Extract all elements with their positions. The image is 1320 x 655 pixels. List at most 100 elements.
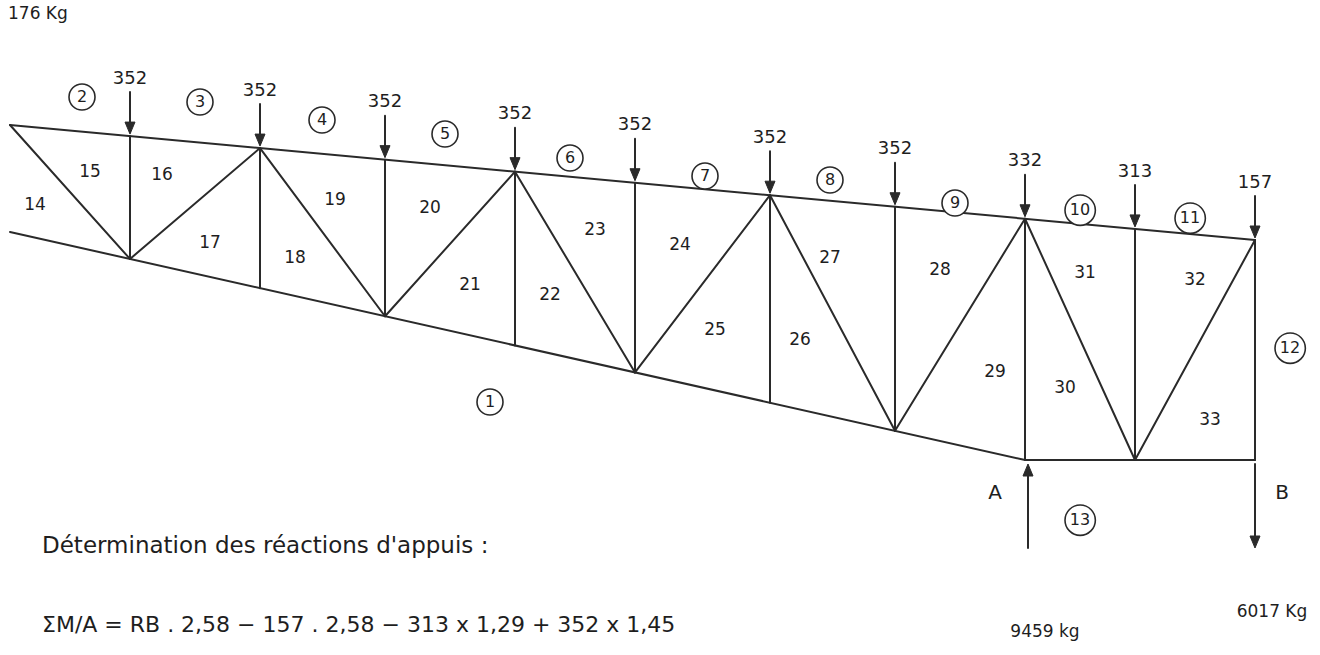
diagonal-member — [635, 195, 770, 372]
bar-number: 22 — [539, 285, 561, 305]
vertical-member — [1254, 240, 1256, 460]
bar-number: 27 — [819, 248, 841, 268]
reaction-arrow — [1254, 464, 1256, 538]
bar-number: 16 — [151, 165, 173, 185]
member-number: 9 — [950, 195, 960, 211]
vertical-member — [514, 172, 516, 346]
load-value: 313 — [1118, 161, 1152, 182]
vertical-member — [1134, 229, 1136, 460]
bar-number: 21 — [459, 275, 481, 295]
member-circle: 11 — [1174, 202, 1206, 234]
load-arrow-head — [125, 122, 135, 134]
load-arrow-head — [765, 181, 775, 193]
diagonal-member — [10, 125, 130, 259]
load-arrow-head — [630, 169, 640, 181]
load-value: 332 — [1008, 150, 1042, 171]
bar-number: 14 — [24, 195, 46, 215]
load-value: 352 — [368, 91, 402, 112]
bar-number: 24 — [669, 235, 691, 255]
equation: ΣM/A = RB . 2,58 − 157 . 2,58 − 313 x 1,… — [42, 612, 675, 637]
bar-number: 25 — [704, 320, 726, 340]
load-value: 352 — [878, 138, 912, 159]
vertical-member — [259, 148, 261, 288]
member-number: 3 — [195, 94, 205, 110]
bar-number: 28 — [929, 260, 951, 280]
member-circle: 9 — [941, 189, 969, 217]
reaction-value: 6017 Kg — [1237, 602, 1308, 622]
member-number: 7 — [700, 168, 710, 184]
load-value: 157 — [1238, 172, 1272, 193]
vertical-member — [769, 195, 771, 403]
load-value: 352 — [753, 127, 787, 148]
load-value: 352 — [113, 68, 147, 89]
section-heading: Détermination des réactions d'appuis : — [42, 532, 488, 558]
bar-number: 26 — [789, 330, 811, 350]
diagonal-member — [260, 148, 385, 316]
bar-number: 19 — [324, 190, 346, 210]
load-arrow-head — [510, 158, 520, 170]
diagonal-member — [770, 195, 895, 431]
diagonal-member — [130, 148, 260, 259]
reaction-arrow-head — [1250, 536, 1260, 548]
member-number: 2 — [77, 89, 87, 105]
bar-number: 32 — [1184, 270, 1206, 290]
diagonal-member — [385, 172, 515, 317]
bar-number: 33 — [1199, 410, 1221, 430]
reaction-arrow-head — [1023, 464, 1033, 476]
load-arrow-head — [255, 134, 265, 146]
member-number: 1 — [485, 394, 495, 410]
load-value: 352 — [243, 80, 277, 101]
member-number: 4 — [317, 112, 327, 128]
load-value: 352 — [498, 103, 532, 124]
member-number: 12 — [1280, 340, 1300, 356]
load-value: 352 — [618, 114, 652, 135]
member-number: 8 — [825, 172, 835, 188]
member-circle: 13 — [1064, 504, 1096, 536]
support-name: A — [988, 481, 1002, 504]
load-arrow-head — [380, 146, 390, 158]
load-arrow-head — [1250, 226, 1260, 238]
reaction-value: 9459 kg — [1010, 622, 1079, 642]
bar-number: 31 — [1074, 263, 1096, 283]
member-number: 13 — [1070, 512, 1090, 528]
diagonal-member — [1135, 240, 1255, 460]
bar-number: 20 — [419, 198, 441, 218]
member-circle: 6 — [556, 144, 584, 172]
member-circle: 1 — [476, 388, 504, 416]
bar-number: 17 — [199, 233, 221, 253]
vertical-member — [894, 207, 896, 431]
load-arrow-head — [1130, 215, 1140, 227]
bar-number: 23 — [584, 220, 606, 240]
member-number: 11 — [1180, 210, 1200, 226]
bottom-chord — [10, 232, 1255, 460]
member-circle: 8 — [816, 166, 844, 194]
diagonal-member — [515, 172, 635, 373]
support-name: B — [1275, 481, 1289, 504]
member-circle: 10 — [1064, 194, 1096, 226]
member-number: 10 — [1070, 202, 1090, 218]
member-number: 6 — [565, 150, 575, 166]
member-circle: 12 — [1274, 332, 1306, 364]
member-circle: 7 — [691, 162, 719, 190]
member-circle: 5 — [431, 120, 459, 148]
vertical-member — [129, 136, 131, 259]
bar-number: 29 — [984, 362, 1006, 382]
vertical-member — [634, 183, 636, 373]
load-arrow-head — [890, 193, 900, 205]
member-circle: 3 — [186, 88, 214, 116]
top-chord — [10, 125, 1255, 240]
bar-number: 15 — [79, 162, 101, 182]
member-circle: 4 — [308, 106, 336, 134]
member-circle: 2 — [68, 83, 96, 111]
vertical-member — [1024, 219, 1026, 460]
load-value: 176 Kg — [8, 4, 68, 24]
member-number: 5 — [440, 126, 450, 142]
reaction-arrow — [1027, 474, 1029, 548]
bar-number: 30 — [1054, 378, 1076, 398]
vertical-member — [384, 160, 386, 317]
diagonal-member — [1025, 219, 1135, 460]
load-arrow-head — [1020, 205, 1030, 217]
diagonal-member — [895, 219, 1025, 431]
bar-number: 18 — [284, 248, 306, 268]
